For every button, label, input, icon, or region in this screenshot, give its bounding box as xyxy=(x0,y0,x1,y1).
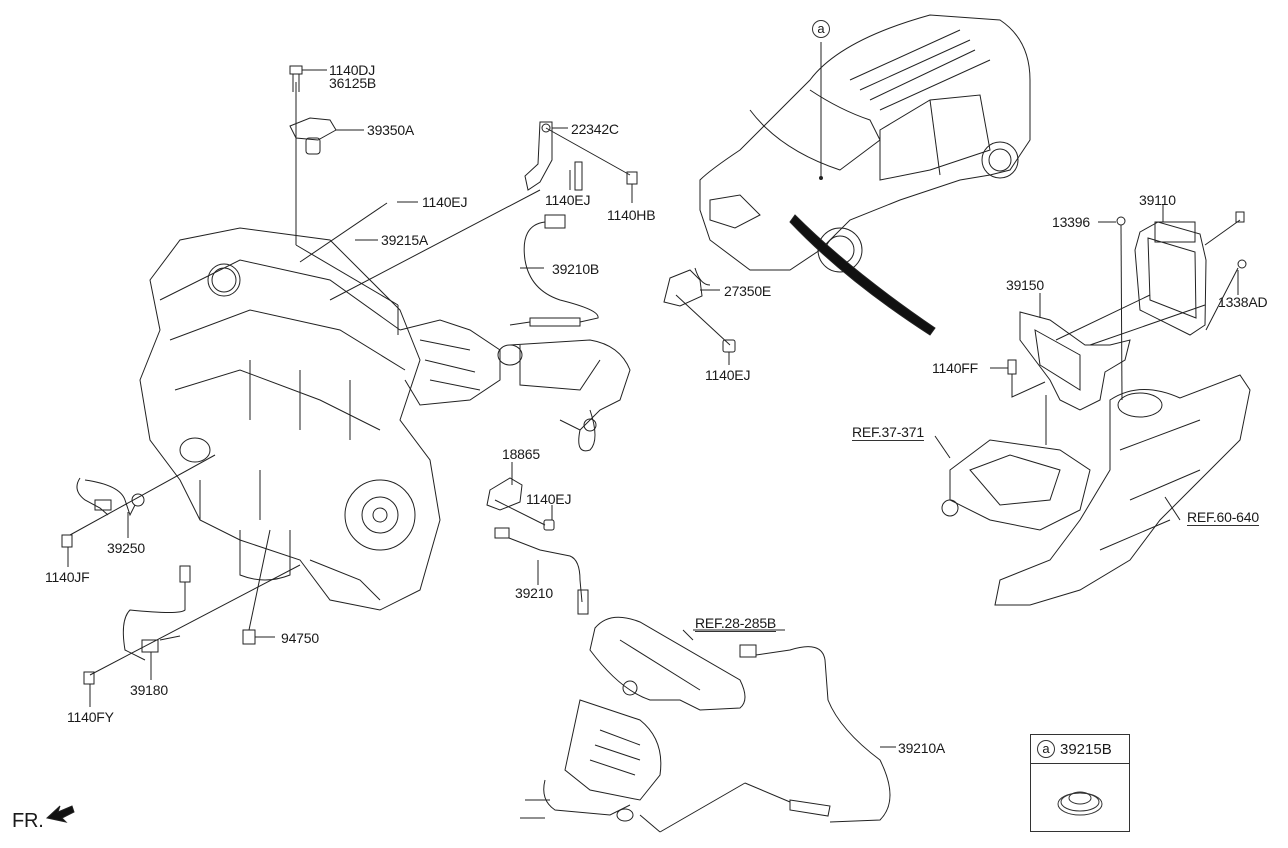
oil-pressure-switch xyxy=(242,529,271,645)
part-label-1140ff[interactable]: 1140FF xyxy=(932,360,979,376)
callout-marker-a: a xyxy=(812,20,835,38)
battery-tray xyxy=(941,439,1091,531)
front-direction-label: FR. xyxy=(12,810,44,832)
bolt-ecu xyxy=(1235,211,1245,223)
front-arrow-icon xyxy=(45,805,75,823)
vehicle-outline xyxy=(699,14,1031,273)
upper-exhaust-manifold xyxy=(399,319,631,452)
part-label-27350e[interactable]: 27350E xyxy=(724,283,772,299)
part-label-18865[interactable]: 18865 xyxy=(502,446,540,462)
crank-sensor-39180 xyxy=(83,564,301,685)
knock-sensor-39250 xyxy=(61,454,216,548)
reference-37-371[interactable]: REF.37-371 xyxy=(852,424,924,441)
part-label-1140dj[interactable]: 1140DJ xyxy=(329,62,376,78)
legend-box-39215b[interactable]: a 39215B xyxy=(1030,734,1130,832)
o2-sensor-39210a xyxy=(739,644,891,823)
part-label-39150[interactable]: 39150 xyxy=(1006,277,1044,293)
part-label-22342c[interactable]: 22342C xyxy=(571,121,619,137)
bracket-18865 xyxy=(486,477,555,531)
bolt-1140ff xyxy=(1007,359,1017,375)
part-label-39210b[interactable]: 39210B xyxy=(552,261,600,277)
part-label-1140ej-lower[interactable]: 1140EJ xyxy=(526,491,572,507)
part-label-39350a[interactable]: 39350A xyxy=(367,122,415,138)
harness-direction-arrow xyxy=(789,214,936,336)
part-label-39215a[interactable]: 39215A xyxy=(381,232,429,248)
bracket-22342c xyxy=(524,121,553,191)
exhaust-manifold-catalyst xyxy=(520,616,746,822)
legend-part-number: 39215B xyxy=(1060,740,1112,758)
engine-assembly xyxy=(139,227,441,611)
rubber-plug-icon xyxy=(1057,791,1103,816)
part-label-13396[interactable]: 13396 xyxy=(1052,214,1090,230)
bracket-39150 xyxy=(1019,311,1131,411)
part-label-1140ej-27350e[interactable]: 1140EJ xyxy=(705,367,751,383)
bolt-1140ej-mid xyxy=(574,161,583,191)
part-label-1140fy[interactable]: 1140FY xyxy=(67,709,114,725)
part-label-1140hb[interactable]: 1140HB xyxy=(607,207,656,223)
o2-sensor-39210 xyxy=(494,527,589,615)
bolt-1140hb xyxy=(626,171,638,185)
reference-28-285b[interactable]: REF.28-285B xyxy=(695,615,777,632)
part-label-1140ej-top[interactable]: 1140EJ xyxy=(422,194,468,210)
bracket-27350e xyxy=(663,267,736,353)
part-label-1338ad[interactable]: 1338AD xyxy=(1218,294,1268,310)
ecu-39110 xyxy=(1134,221,1207,336)
part-label-1140jf[interactable]: 1140JF xyxy=(45,569,90,585)
part-label-39180[interactable]: 39180 xyxy=(130,682,168,698)
part-label-39110[interactable]: 39110 xyxy=(1139,192,1176,208)
reference-60-640[interactable]: REF.60-640 xyxy=(1187,509,1259,526)
part-label-39250[interactable]: 39250 xyxy=(107,540,145,556)
part-label-1140ej-bracket[interactable]: 1140EJ xyxy=(545,192,591,208)
o2-sensor-39210b xyxy=(509,214,599,327)
fender-apron xyxy=(994,374,1251,606)
part-label-39210[interactable]: 39210 xyxy=(515,585,553,601)
cam-position-sensor xyxy=(289,117,337,155)
part-label-39210a[interactable]: 39210A xyxy=(898,740,946,756)
part-label-94750[interactable]: 94750 xyxy=(281,630,319,646)
part-label-36125b[interactable]: 36125B xyxy=(329,75,377,91)
legend-marker: a xyxy=(1037,740,1055,758)
nut-1338ad xyxy=(1237,259,1247,269)
legend-header: a 39215B xyxy=(1031,735,1129,764)
nut-13396 xyxy=(1116,216,1126,226)
